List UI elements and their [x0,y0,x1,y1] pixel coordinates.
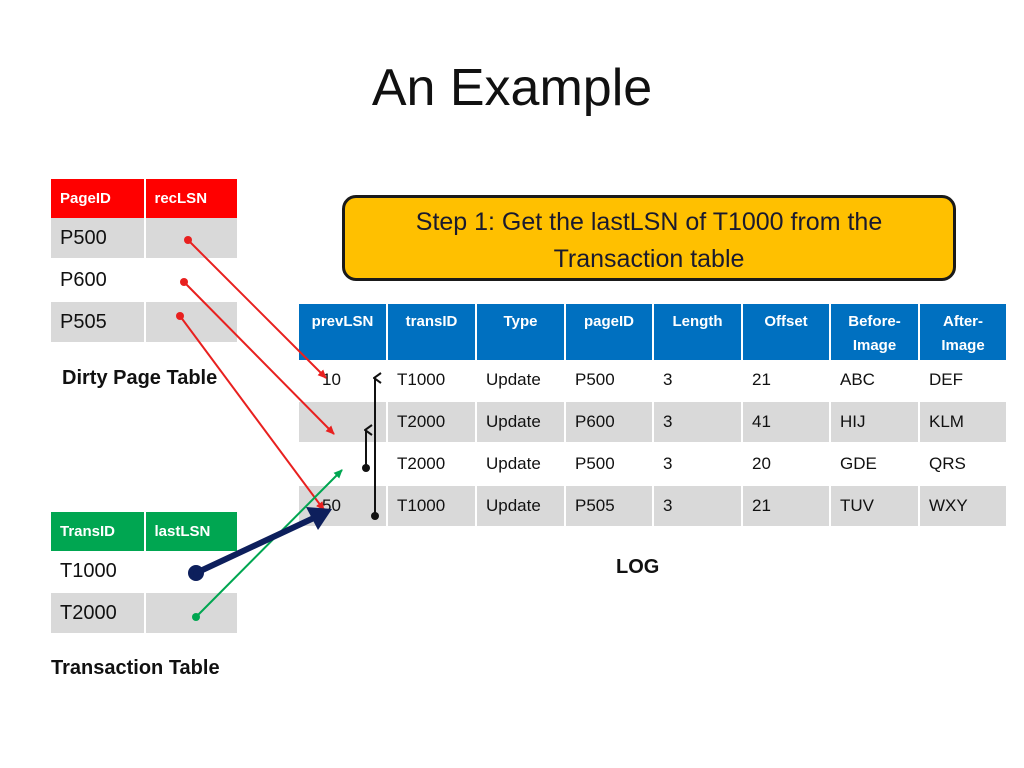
after-image-cell: WXY [919,485,1008,528]
header-trans-id: transID [387,304,477,360]
offset-cell: 21 [742,360,831,402]
dirty-page-table: PageID recLSN P500 P600 P505 [51,179,239,344]
length-cell: 3 [653,360,743,402]
table-row: T2000 Update P600 3 41 HIJ KLM [299,401,1008,444]
page-id-cell: P500 [565,360,654,402]
header-rec-lsn: recLSN [144,179,239,218]
table-row: T2000 Update P500 3 20 GDE QRS [299,443,1008,486]
trans-id-cell: T2000 [387,401,477,444]
trans-id-cell: T2000 [51,592,146,635]
lsn-cell [299,443,388,486]
type-cell: Update [476,443,566,486]
header-before-image: Before- Image [830,304,920,360]
callout-line-1: Step 1: Get the lastLSN of T1000 from th… [415,208,883,236]
log-caption: LOG [616,556,660,578]
type-cell: Update [476,360,566,402]
header-prev-lsn: prevLSN [299,304,388,360]
step-callout: Step 1: Get the lastLSN of T1000 from th… [342,195,956,281]
last-lsn-arrow-t1000 [188,507,332,581]
header-page-id: PageID [51,179,146,218]
trans-id-cell: T2000 [387,443,477,486]
rec-lsn-arrow-p505 [176,312,325,511]
table-row: T2000 [51,592,239,635]
table-row: 50 T1000 Update P505 3 21 TUV WXY [299,485,1008,528]
trans-id-cell: T1000 [387,485,477,528]
length-cell: 3 [653,401,743,444]
transaction-table: TransID lastLSN T1000 T2000 [51,512,239,635]
log-table: prevLSN transID Type pageID Length Offse… [299,304,1008,528]
before-image-cell: ABC [830,360,920,402]
before-image-cell: GDE [830,443,920,486]
offset-cell: 21 [742,485,831,528]
before-image-cell: HIJ [830,401,920,444]
trans-id-cell: T1000 [387,360,477,402]
length-cell: 3 [653,485,743,528]
page-id-cell: P500 [565,443,654,486]
slide-title: An Example [371,59,653,117]
length-cell: 3 [653,443,743,486]
rec-lsn-arrow-p500 [184,236,327,379]
page-id-cell: P505 [51,301,146,344]
header-after-line2: Image [941,337,985,354]
header-before-line1: Before- [848,313,901,330]
last-lsn-cell [144,592,239,635]
header-page-id: pageID [565,304,654,360]
page-id-cell: P600 [51,259,146,302]
offset-cell: 41 [742,401,831,444]
page-id-cell: P505 [565,485,654,528]
header-type: Type [476,304,566,360]
dirty-page-table-header: PageID recLSN [51,179,239,218]
page-id-cell: P600 [565,401,654,444]
transaction-table-header: TransID lastLSN [51,512,239,551]
after-image-cell: QRS [919,443,1008,486]
header-length: Length [653,304,743,360]
callout-line-2: Transaction table [553,245,745,273]
rec-lsn-arrow-p600 [180,278,335,435]
before-image-cell: TUV [830,485,920,528]
log-header: prevLSN transID Type pageID Length Offse… [299,304,1008,360]
page-id-cell: P500 [51,218,146,260]
table-row: 10 T1000 Update P500 3 21 ABC DEF [299,360,1008,402]
header-after-line1: After- [943,313,983,330]
header-last-lsn: lastLSN [144,512,239,551]
transaction-table-caption: Transaction Table [51,657,220,679]
header-after-image: After- Image [919,304,1008,360]
type-cell: Update [476,401,566,444]
offset-cell: 20 [742,443,831,486]
header-before-line2: Image [852,337,897,354]
lsn-cell [299,401,388,444]
prev-lsn-chain-arrow-short [362,430,370,472]
last-lsn-arrow-t2000 [192,469,343,621]
after-image-cell: DEF [919,360,1008,402]
header-offset: Offset [742,304,831,360]
rec-lsn-cell [144,259,239,302]
dirty-page-table-caption: Dirty Page Table [62,367,218,389]
trans-id-cell: T1000 [51,551,146,593]
header-trans-id: TransID [51,512,146,551]
prev-lsn-chain-arrow-long [371,378,379,520]
type-cell: Update [476,485,566,528]
lsn-cell: 50 [299,485,388,528]
after-image-cell: KLM [919,401,1008,444]
table-row: P600 [51,259,239,302]
